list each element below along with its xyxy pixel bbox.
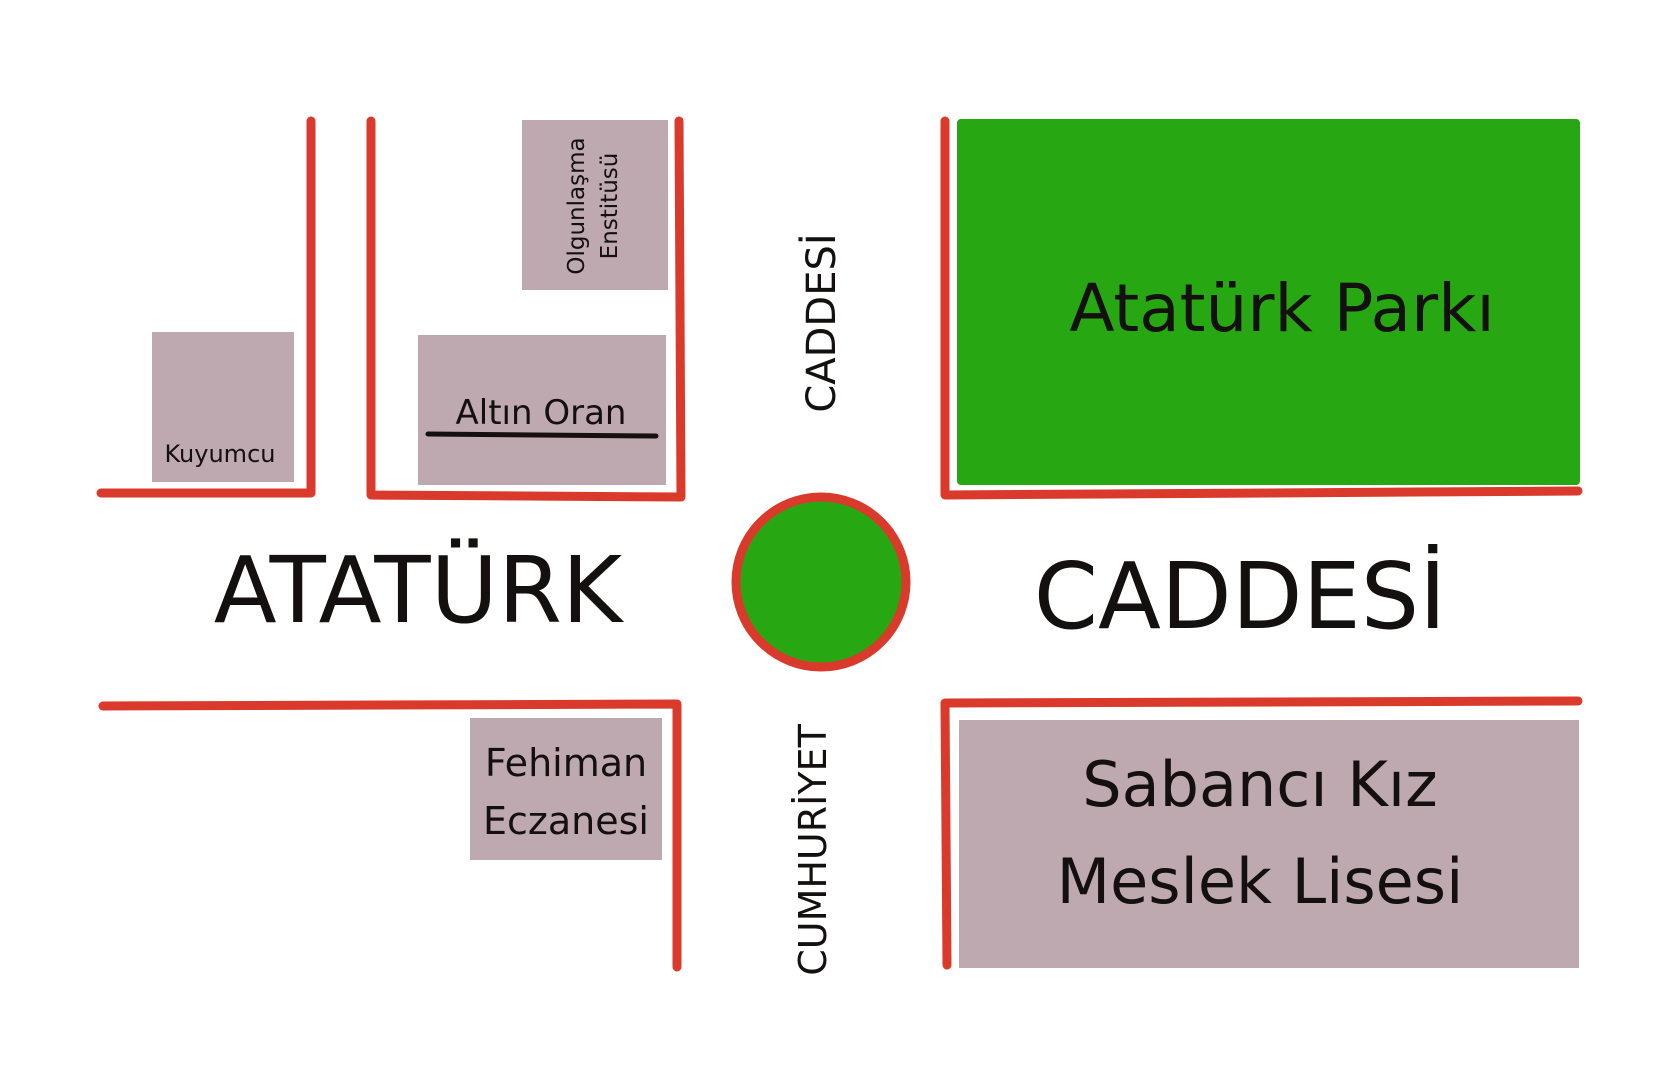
curb-top-left [96,116,316,498]
curb-top-middle [366,116,686,502]
street-name-main-right: CADDESİ [1034,543,1447,650]
ataturk-park [957,119,1580,485]
street-name-cross-top-group: CADDESİ [797,233,845,412]
curb-top-right [940,116,1583,500]
lise-building [959,720,1579,968]
olgunlasma-label-line2: Enstitüsü [597,153,623,260]
kuyumcu-building [152,332,294,482]
olgunlasma-building [522,120,668,290]
eczane-label-line2: Eczanesi [483,799,649,843]
altin-oran-underline [425,431,659,439]
street-name-cross-bottom: CUMHURİYET [791,723,835,975]
lise-label-line2: Meslek Lisesi [1057,845,1464,918]
olgunlasma-label-line1: Olgunlaşma [564,137,590,274]
altin-oran-building [418,335,666,485]
eczane-building [470,718,662,860]
ataturk-park-label: Atatürk Parkı [1069,270,1494,347]
curb-bottom-left [98,699,682,972]
street-name-main-left: ATATÜRK [214,537,625,644]
altin-oran-label: Altın Oran [456,393,627,433]
street-edges [96,116,1583,972]
street-name-cross-bottom-group: CUMHURİYET [791,723,835,975]
eczane-label-line1: Fehiman [485,741,647,785]
kuyumcu-label: Kuyumcu [165,440,276,468]
olgunlasma-label-group: Olgunlaşma Enstitüsü [564,137,623,274]
curb-bottom-right [940,696,1583,970]
roundabout [731,492,911,672]
street-name-cross-top: CADDESİ [797,233,845,412]
lise-label-line1: Sabancı Kız [1082,748,1437,821]
